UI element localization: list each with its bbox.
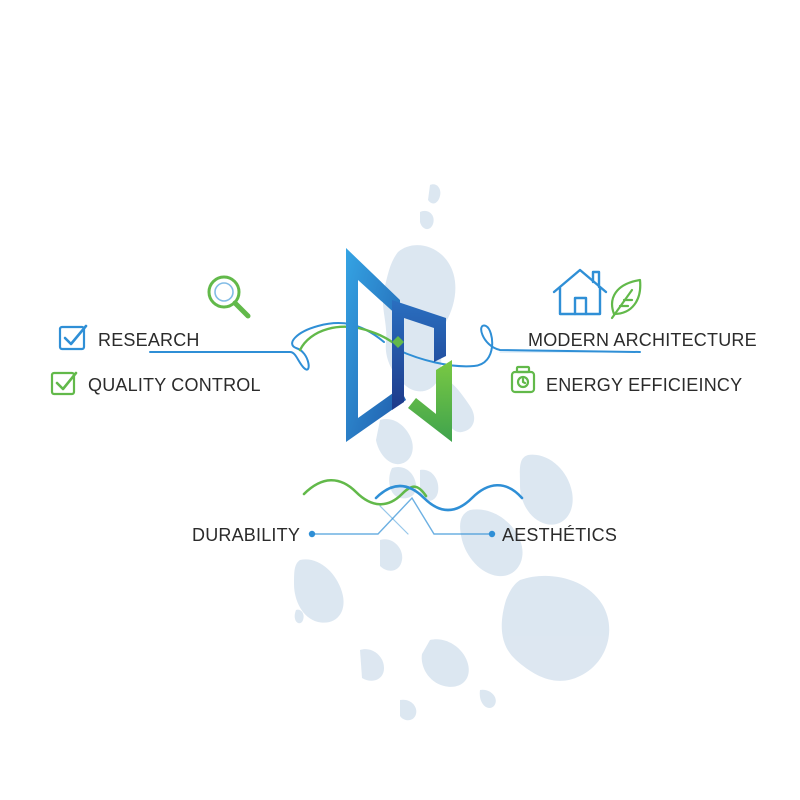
right-connectors <box>397 324 641 368</box>
durability-label: DURABILITY <box>192 525 301 545</box>
logo-center-diamond <box>392 336 404 348</box>
research-label: RESEARCH <box>98 330 200 350</box>
logo-inner-frame <box>392 300 446 410</box>
logo-outer-frame <box>346 248 406 442</box>
crossing-line-1 <box>311 496 493 535</box>
durability-dot <box>308 530 316 538</box>
philippines-map-background <box>294 184 610 721</box>
d-monogram-logo <box>346 248 452 442</box>
battery-meter-icon <box>510 365 536 394</box>
research-checkbox-icon <box>58 324 88 351</box>
house-icon <box>552 268 608 316</box>
modern-architecture-label: MODERN ARCHITECTURE <box>528 330 757 350</box>
quality-control-checkbox-icon <box>50 371 78 396</box>
blue-wave <box>374 484 524 512</box>
leaf-icon <box>610 278 642 320</box>
logo-green-bracket <box>408 360 452 442</box>
green-swoosh-left <box>298 325 400 352</box>
aesthetics-label: AESTHÉTICS <box>502 525 618 545</box>
research-connector-line <box>149 322 385 371</box>
energy-efficiency-label: ENERGY EFFICIEINCY <box>546 375 743 395</box>
modern-architecture-connector-line <box>397 324 641 368</box>
magnifying-glass-icon <box>207 275 251 319</box>
left-connectors <box>149 322 400 371</box>
aesthetics-dot <box>488 530 496 538</box>
crossing-line-2 <box>379 505 409 535</box>
durability-aesthetics-waves <box>302 479 524 538</box>
quality-control-label: QUALITY CONTROL <box>88 375 261 395</box>
green-wave <box>302 479 428 506</box>
